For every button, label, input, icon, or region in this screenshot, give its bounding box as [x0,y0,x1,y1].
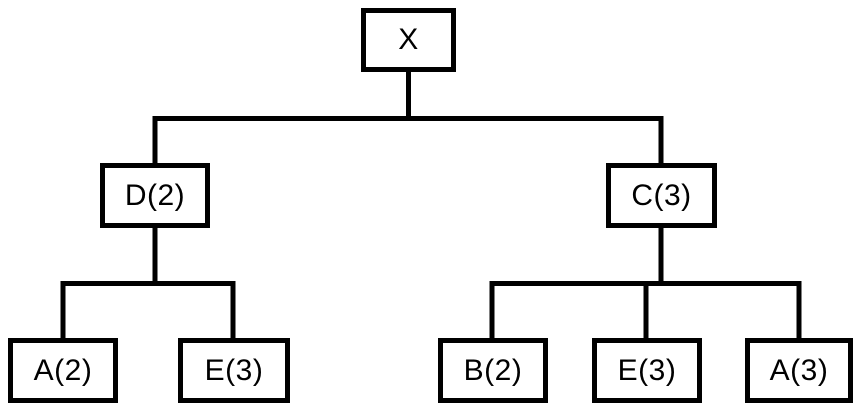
node-e3-right: E(3) [592,338,702,403]
node-label: C(3) [631,178,692,212]
node-label: E(3) [204,353,264,387]
node-root-x: X [361,8,456,72]
node-a3: A(3) [745,338,853,403]
node-e3-left: E(3) [178,338,290,403]
node-label: E(3) [617,353,677,387]
node-label: D(2) [124,178,186,212]
node-label: X [398,23,419,56]
node-a2: A(2) [8,338,118,403]
node-label: A(3) [769,353,829,387]
node-label: A(2) [33,353,93,387]
node-d2: D(2) [100,163,210,228]
node-c3: C(3) [606,163,717,228]
node-b2: B(2) [438,338,548,403]
node-label: B(2) [463,353,523,387]
